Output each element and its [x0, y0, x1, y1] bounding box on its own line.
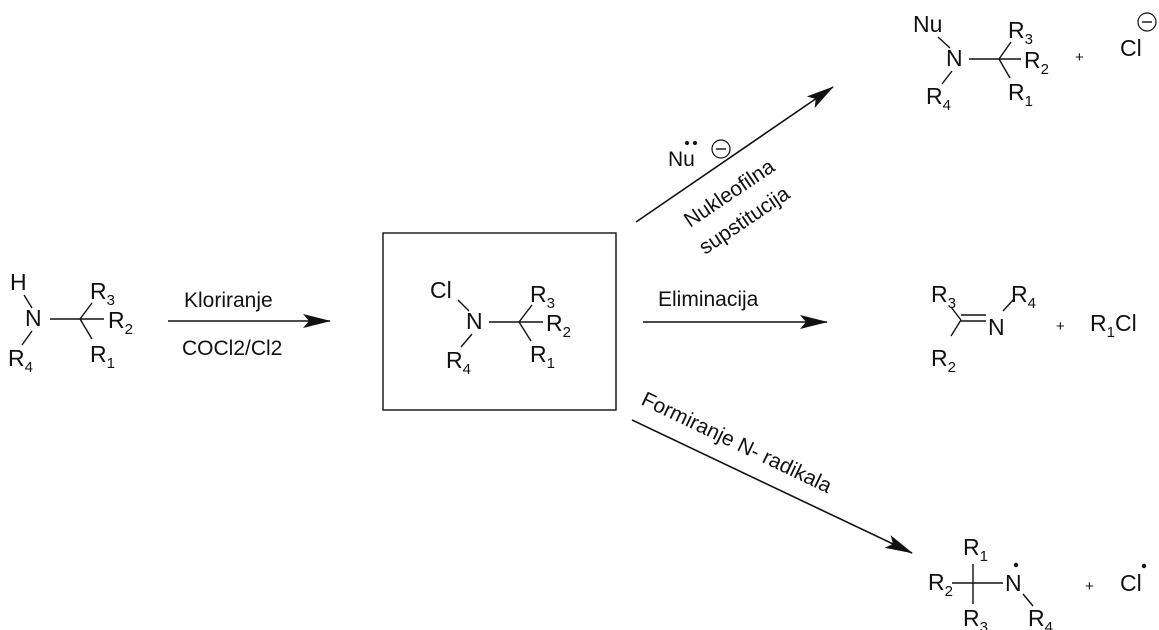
- plus-sign: +: [1085, 578, 1094, 595]
- radical-arrow: [631, 419, 913, 554]
- bond-n-r4: [1022, 593, 1034, 607]
- chlorination-step: Kloriranje COCl2/Cl2: [168, 289, 331, 360]
- starting-amine: H N R4 R3 R2 R1: [8, 269, 133, 376]
- atom-r4: R4: [1011, 281, 1036, 312]
- atom-r2: R2: [108, 307, 133, 338]
- bond-c-r1: [79, 318, 93, 340]
- atom-r1: R1: [530, 341, 555, 372]
- chlorine-radical: Cl: [1120, 570, 1142, 596]
- bond-c-r1: [518, 321, 532, 342]
- atom-r3: R3: [1008, 17, 1033, 48]
- bond-cl-n: [457, 299, 470, 312]
- lone-pair-dot: [685, 141, 689, 145]
- radical-dot-icon: [1013, 562, 1019, 568]
- atom-r4: R4: [1028, 605, 1053, 630]
- atom-n-radical: N: [1005, 570, 1022, 596]
- radical-dot-icon: [1141, 563, 1147, 569]
- elimination-path: Eliminacija: [643, 288, 828, 329]
- minus-charge-icon: [711, 139, 731, 159]
- radical-label: Formiranje N- radikala: [638, 388, 836, 498]
- atom-r3: R3: [931, 281, 956, 312]
- atom-r1: R1: [1008, 79, 1033, 110]
- bond-h-n: [23, 294, 33, 309]
- atom-r2: R2: [928, 569, 953, 600]
- atom-r2: R2: [1024, 47, 1049, 78]
- bond-c-r3: [79, 302, 93, 320]
- bond-n-r4: [460, 333, 473, 348]
- lone-pair-dot: [693, 141, 697, 145]
- plus-sign: +: [1056, 318, 1065, 335]
- bond-c-r3: [998, 41, 1012, 60]
- minus-charge-icon: [1137, 12, 1157, 32]
- atom-r4: R4: [8, 345, 33, 376]
- bond-c-r3: [518, 304, 533, 323]
- atom-n: N: [466, 308, 483, 334]
- atom-r4: R4: [446, 347, 471, 378]
- atom-r3: R3: [90, 278, 115, 309]
- atom-h: H: [10, 269, 27, 295]
- plus-sign: +: [1075, 49, 1084, 66]
- substitution-path: Nu Nukleofilna supstitucija: [635, 86, 834, 259]
- atom-r4: R4: [926, 83, 951, 114]
- elimination-product: R3 R4 N R2 + R1Cl: [931, 281, 1137, 376]
- atom-r3: R3: [530, 281, 555, 312]
- chlorination-reagent: COCl2/Cl2: [182, 337, 282, 360]
- atom-r2: R2: [931, 345, 956, 376]
- atom-nu: Nu: [913, 11, 942, 37]
- atom-n: N: [25, 305, 42, 331]
- atom-n: N: [946, 45, 963, 71]
- radical-path: Formiranje N- radikala: [631, 388, 913, 554]
- bond-c-r1: [998, 58, 1011, 79]
- atom-r2: R2: [546, 310, 571, 341]
- bond-n-r4: [21, 330, 33, 346]
- alkyl-chloride: R1Cl: [1090, 310, 1137, 341]
- intermediate-box: [382, 232, 617, 411]
- atom-r1: R1: [963, 534, 988, 565]
- atom-r3: R3: [963, 605, 988, 630]
- substitution-product: Nu N R4 R3 R2 R1 + Cl: [913, 11, 1157, 114]
- bond-n-r4: [1002, 298, 1015, 312]
- atom-r1: R1: [90, 341, 115, 372]
- elimination-label: Eliminacija: [658, 288, 759, 311]
- bond-nu-n: [937, 36, 951, 49]
- bond-n-r4: [941, 70, 953, 85]
- chlorination-label: Kloriranje: [184, 289, 273, 312]
- chloramine-intermediate: Cl N R4 R3 R2 R1: [382, 232, 617, 411]
- bond-c-r3: [950, 306, 962, 321]
- atom-n: N: [988, 314, 1005, 340]
- radical-product: R1 R2 R3 N R4 + Cl: [928, 534, 1147, 630]
- bond-c-r2: [950, 319, 962, 337]
- substitution-arrow: [635, 86, 834, 223]
- chloride-ion: Cl: [1120, 35, 1142, 61]
- atom-cl: Cl: [430, 277, 452, 303]
- nucleophile-label: Nu: [668, 148, 695, 171]
